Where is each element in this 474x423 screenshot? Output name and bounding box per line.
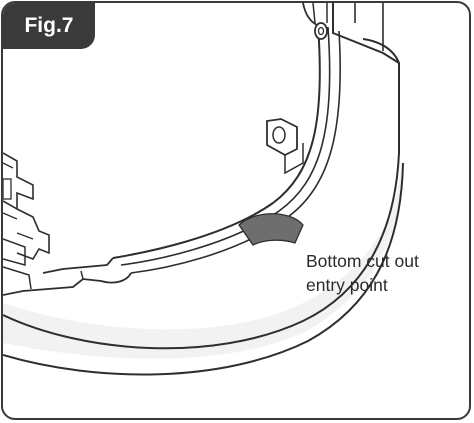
figure-label: Fig.7 — [3, 3, 95, 49]
enclosure-housing-illustration — [3, 3, 404, 376]
callout-line-1: Bottom cut out — [306, 251, 419, 271]
cable-entry-cutout-illustration — [238, 213, 304, 246]
callout-line-2: entry point — [306, 275, 388, 295]
callout-label: Bottom cut out entry point — [306, 249, 419, 297]
